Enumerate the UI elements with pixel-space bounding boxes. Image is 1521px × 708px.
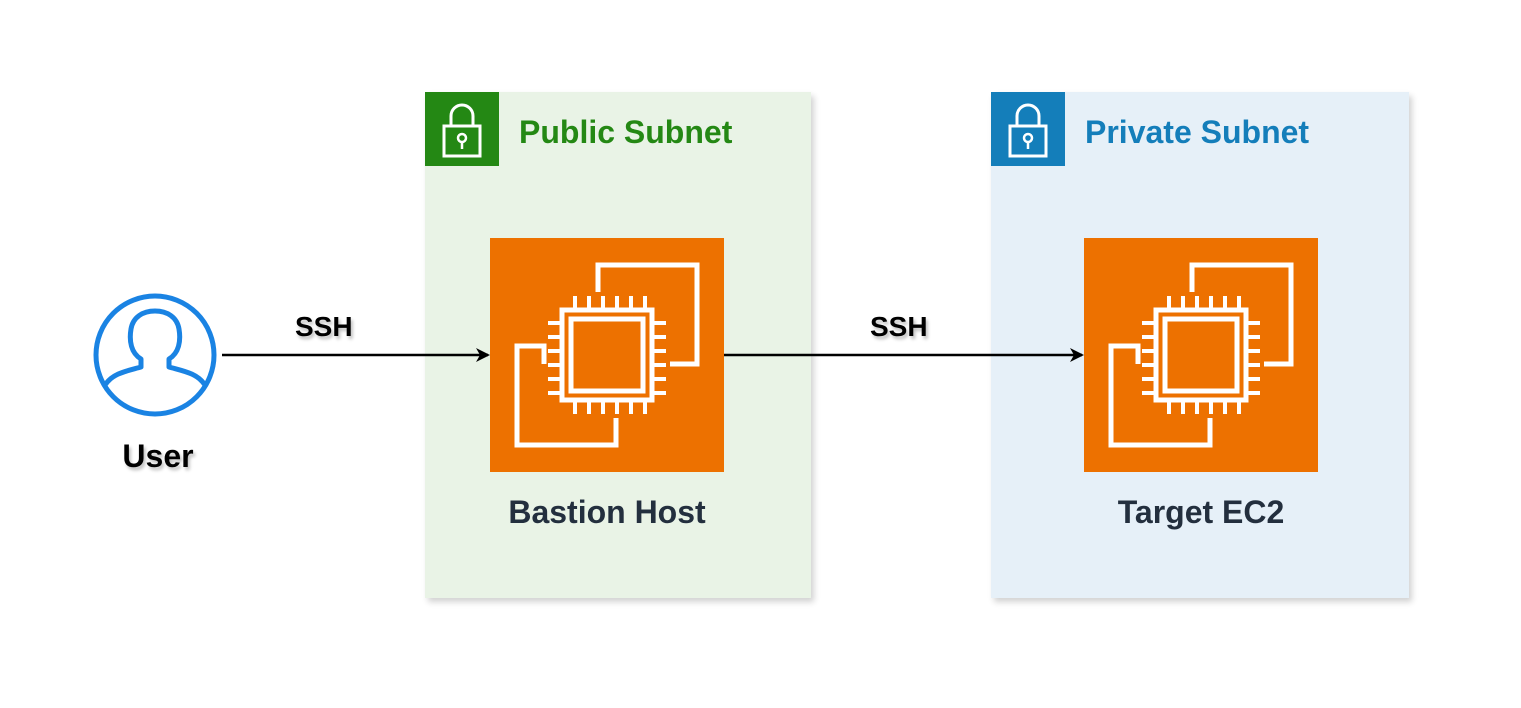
ssh-label-user-to-bastion: SSH: [295, 311, 353, 342]
public-subnet-lock-badge: [425, 92, 499, 166]
bastion-host-label: Bastion Host: [508, 494, 706, 530]
target-ec2-label: Target EC2: [1117, 494, 1285, 530]
user-label: User: [122, 438, 194, 474]
lock-icon: [442, 103, 482, 158]
private-subnet-lock-badge: [991, 92, 1065, 166]
target-ec2-icon: [1084, 238, 1318, 472]
user-icon: [93, 293, 217, 417]
bastion-host-ec2-icon: [490, 238, 724, 472]
public-subnet-title: Public Subnet: [519, 114, 733, 150]
ssh-label-bastion-to-target: SSH: [870, 311, 928, 342]
public-subnet-group: Public Subnet: [425, 92, 811, 598]
lock-icon: [1008, 103, 1048, 158]
private-subnet-title: Private Subnet: [1085, 114, 1310, 150]
